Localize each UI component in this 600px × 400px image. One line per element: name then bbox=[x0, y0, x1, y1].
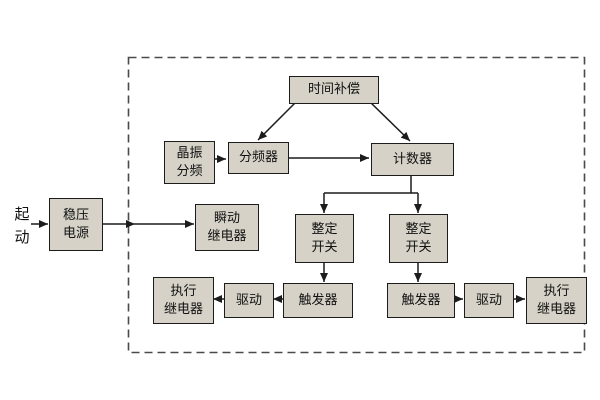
node-stabilized-power: 稳压 电源 bbox=[49, 198, 103, 251]
node-drive-left: 驱动 bbox=[224, 283, 274, 318]
node-frequency-divider: 分频器 bbox=[228, 142, 289, 174]
arrow-timecomp-to-divider bbox=[257, 100, 298, 141]
dashed-module-boundary bbox=[127, 56, 586, 354]
node-setting-switch-right: 整定 开关 bbox=[389, 214, 448, 263]
arrow-timecomp-to-counter bbox=[368, 100, 411, 142]
node-drive-right: 驱动 bbox=[464, 283, 514, 318]
node-setting-switch-left: 整定 开关 bbox=[295, 214, 354, 263]
start-label: 起 动 bbox=[14, 205, 30, 246]
node-trigger-right: 触发器 bbox=[387, 283, 455, 318]
node-instant-relay: 瞬动 继电器 bbox=[195, 204, 259, 251]
node-crystal-osc-divider: 晶振 分频 bbox=[164, 141, 215, 184]
node-trigger-left: 触发器 bbox=[283, 283, 353, 318]
node-exec-relay-left: 执行 继电器 bbox=[153, 277, 214, 324]
node-time-compensation: 时间补偿 bbox=[289, 76, 379, 104]
node-exec-relay-right: 执行 继电器 bbox=[526, 277, 587, 324]
node-counter: 计数器 bbox=[371, 143, 454, 176]
